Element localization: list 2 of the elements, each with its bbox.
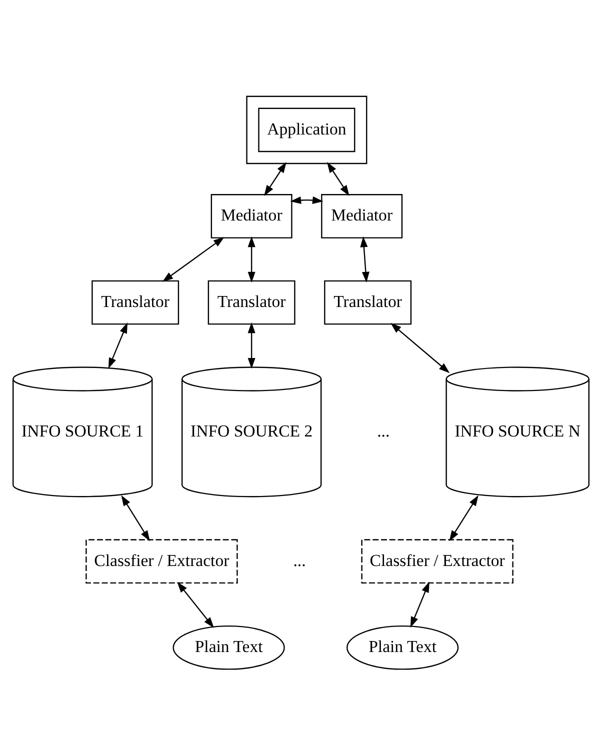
label: ... xyxy=(377,421,390,440)
label: ... xyxy=(293,550,306,570)
